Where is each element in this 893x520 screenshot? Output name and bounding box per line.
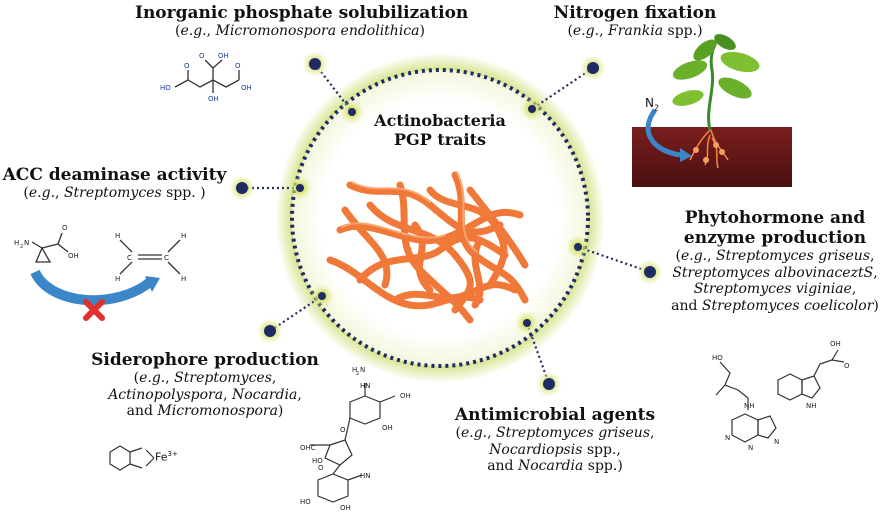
trait-antimicrobial-example-3: and Nocardia spp.) [487, 458, 623, 475]
citric-acid-molecule-icon [174, 59, 240, 93]
trait-siderophore: Siderophore production (e.g., Streptomyc… [85, 350, 325, 420]
center-title-line1: Actinobacteria [374, 111, 506, 130]
cross-icon [83, 299, 105, 321]
svg-text:HO: HO [312, 457, 323, 465]
svg-text:2: 2 [356, 371, 359, 377]
svg-text:OH: OH [830, 340, 841, 348]
trait-antimicrobial-example-2: Nocardiopsis spp., [489, 441, 621, 458]
iaa-molecule-icon [777, 349, 845, 401]
trait-acc: ACC deaminase activity (e.g., Streptomyc… [2, 165, 227, 202]
center-title: Actinobacteria PGP traits [340, 111, 540, 150]
trait-phyto-example-3: Streptomyces viginiae, [693, 281, 857, 298]
svg-text:C: C [164, 254, 169, 262]
zeatin-molecule-icon [715, 361, 777, 443]
svg-text:OH: OH [218, 52, 229, 60]
svg-text:OH: OH [400, 392, 411, 400]
center-ring [290, 68, 590, 368]
catechol-fe-icon [109, 445, 155, 471]
svg-text:HO: HO [300, 498, 311, 506]
svg-text:O: O [184, 62, 190, 70]
trait-nitrogen: Nitrogen fixation (e.g., Frankia spp.) [540, 3, 730, 40]
trait-phyto-example-2: Streptomyces albovinaceztS, [672, 264, 878, 281]
svg-text:N: N [24, 239, 29, 247]
svg-text:H: H [352, 366, 357, 374]
trait-siderophore-example-2: Actinopolyspora, Nocardia, [108, 386, 302, 403]
trait-phosphate-example: (e.g., Micromonospora endolithica) [175, 23, 425, 40]
trait-antimicrobial-example-1: (e.g., Streptomyces griseus, [455, 425, 655, 442]
svg-text:N: N [774, 438, 779, 446]
svg-text:H: H [14, 239, 19, 247]
actinobacteria-filaments-icon [326, 171, 529, 324]
trait-acc-title: ACC deaminase activity [2, 165, 227, 185]
svg-text:O: O [62, 224, 68, 232]
svg-text:OHC: OHC [300, 444, 316, 452]
trait-antimicrobial: Antimicrobial agents (e.g., Streptomyces… [440, 405, 670, 475]
trait-antimicrobial-title: Antimicrobial agents [454, 405, 656, 425]
fe-label: Fe3+ [155, 450, 178, 464]
trait-phyto-title1: Phytohormone and [684, 208, 866, 228]
svg-text:N: N [748, 444, 753, 452]
trait-nitrogen-example: (e.g., Frankia spp.) [567, 23, 703, 40]
svg-text:H: H [115, 275, 120, 283]
svg-text:O: O [844, 362, 850, 370]
trait-acc-example: (e.g., Streptomyces spp. ) [23, 185, 206, 202]
svg-text:H: H [115, 232, 120, 240]
trait-phosphate-title: Inorganic phosphate solubilization [135, 3, 469, 23]
svg-text:NH: NH [744, 402, 755, 410]
svg-text:N: N [725, 434, 730, 442]
svg-text:O: O [318, 464, 324, 472]
ethylene-molecule-icon [119, 239, 181, 275]
svg-text:NH: NH [806, 402, 817, 410]
svg-text:OH: OH [68, 252, 79, 260]
citric-acid-labels: HO O O OH OH O OH [160, 52, 252, 103]
svg-text:N: N [360, 366, 365, 374]
svg-text:H: H [181, 232, 186, 240]
center-title-line2: PGP traits [394, 129, 486, 149]
svg-text:C: C [127, 254, 132, 262]
svg-text:O: O [199, 52, 205, 60]
svg-text:O: O [340, 426, 346, 434]
trait-siderophore-title: Siderophore production [91, 350, 319, 370]
trait-nitrogen-title: Nitrogen fixation [553, 3, 717, 23]
svg-text:H: H [181, 275, 186, 283]
trait-phyto-example-1: (e.g., Streptomyces griseus, [675, 248, 875, 265]
n2-label: N2 [644, 96, 660, 113]
filament-highlights [341, 171, 478, 253]
ring-nodes [288, 97, 590, 335]
svg-text:HO: HO [160, 84, 171, 92]
plant-soil-icon [632, 34, 792, 187]
svg-text:O: O [235, 62, 241, 70]
trait-siderophore-example-1: (e.g., Streptomyces, [133, 370, 277, 387]
phyto-labels: HO NH OH O NH N N N [712, 340, 850, 452]
svg-text:OH: OH [340, 504, 351, 512]
reaction-arrow-icon [30, 269, 154, 306]
siderophore-molecule-icon [310, 383, 396, 503]
outer-nodes [229, 51, 663, 397]
svg-text:OH: OH [241, 84, 252, 92]
svg-text:HN: HN [360, 382, 371, 390]
trait-phyto-example-4: and Streptomyces coelicolor) [671, 297, 879, 314]
trait-phyto-title2: enzyme production [683, 228, 867, 249]
trait-siderophore-example-3: and Micromonospora) [126, 403, 284, 420]
trait-phyto: Phytohormone and enzyme production (e.g.… [660, 208, 890, 314]
acc-molecule-icon [31, 232, 69, 263]
trait-phosphate: Inorganic phosphate solubilization (e.g.… [135, 3, 469, 40]
svg-text:OH: OH [382, 424, 393, 432]
svg-text:HO: HO [712, 354, 723, 362]
svg-text:HN: HN [360, 472, 371, 480]
svg-text:2: 2 [20, 244, 23, 250]
svg-text:OH: OH [208, 95, 219, 103]
